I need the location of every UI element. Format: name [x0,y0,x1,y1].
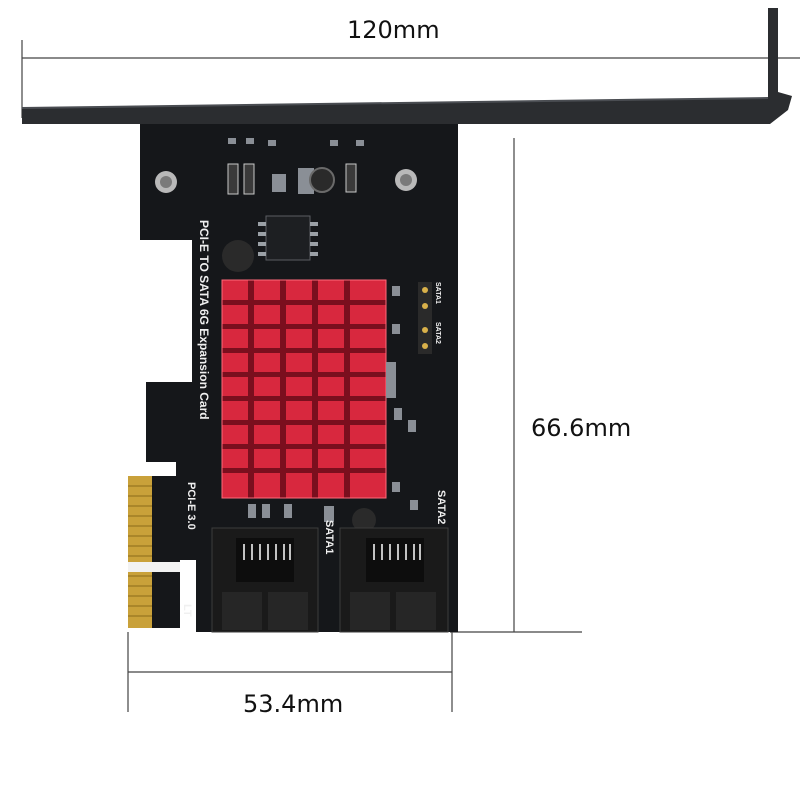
height-dimension-label: 66.6mm [531,414,632,442]
capacitor-icon [352,508,376,532]
gold-fingers [128,476,180,628]
smd-components-side [248,286,418,522]
mounting-bracket [21,8,792,124]
screw-icon [395,169,417,191]
corner-mark-text: LT [181,604,193,617]
sata1-port-label: SATA1 [323,520,335,554]
dimension-lines [21,40,800,712]
width-dimension-label: 120mm [347,16,440,44]
depth-dimension-label: 53.4mm [243,690,344,718]
capacitor-icon [309,167,335,193]
flash-chip [258,215,318,261]
pcb-version-text: PCI-E 3.0 [185,482,197,530]
sata-connector-icon [211,527,319,633]
led-header-label-1: SATA1 [434,282,441,304]
heatsink-icon [221,279,387,499]
smd-components [227,138,364,195]
led-header-label-2: SATA2 [434,322,441,344]
led-header [418,282,432,354]
capacitor-icon [222,240,254,272]
screw-icon [155,171,177,193]
sata-connector-icon [339,527,449,633]
sata2-port-label: SATA2 [435,490,447,524]
pcb-title-text: PCI-E TO SATA 6G Expansion Card [197,220,211,420]
